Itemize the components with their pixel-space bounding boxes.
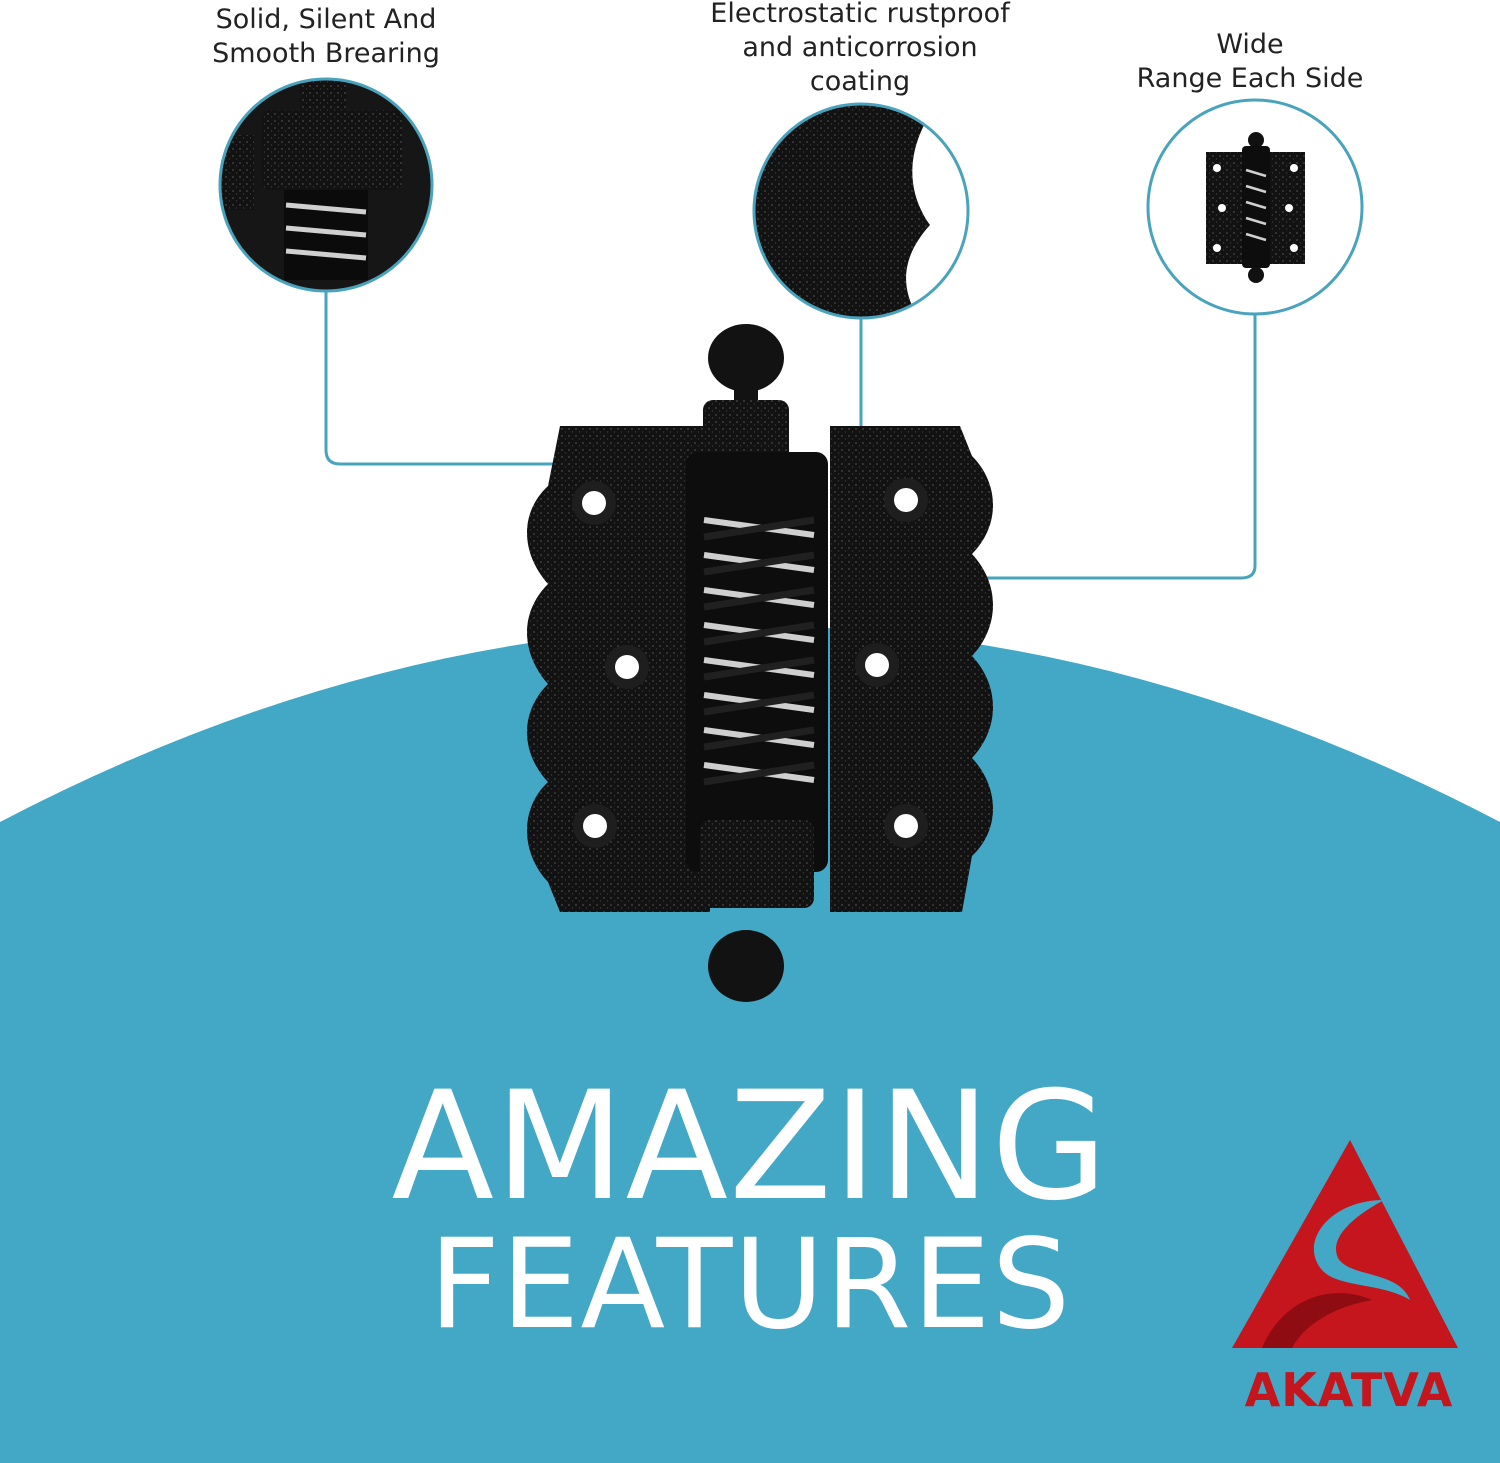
blue-arc-background	[0, 626, 1500, 1463]
brand-name: AKATVA	[1244, 1363, 1454, 1417]
headline-line-1: AMAZING	[391, 1060, 1109, 1234]
brand-logo-mark	[1232, 1140, 1458, 1348]
headline-line-2: FEATURES	[428, 1213, 1072, 1357]
spring-hinge-image	[527, 324, 993, 1002]
feature-circle-bearing	[218, 77, 434, 293]
feature-circle-range	[1146, 98, 1364, 316]
feature-circle-coating	[752, 102, 970, 320]
feature-label-range: Wide Range Each Side	[1136, 29, 1364, 94]
feature-label-bearing: Solid, Silent And Smooth Brearing	[212, 4, 440, 69]
feature-label-coating: Electrostatic rustproof and anticorrosio…	[710, 0, 1010, 97]
